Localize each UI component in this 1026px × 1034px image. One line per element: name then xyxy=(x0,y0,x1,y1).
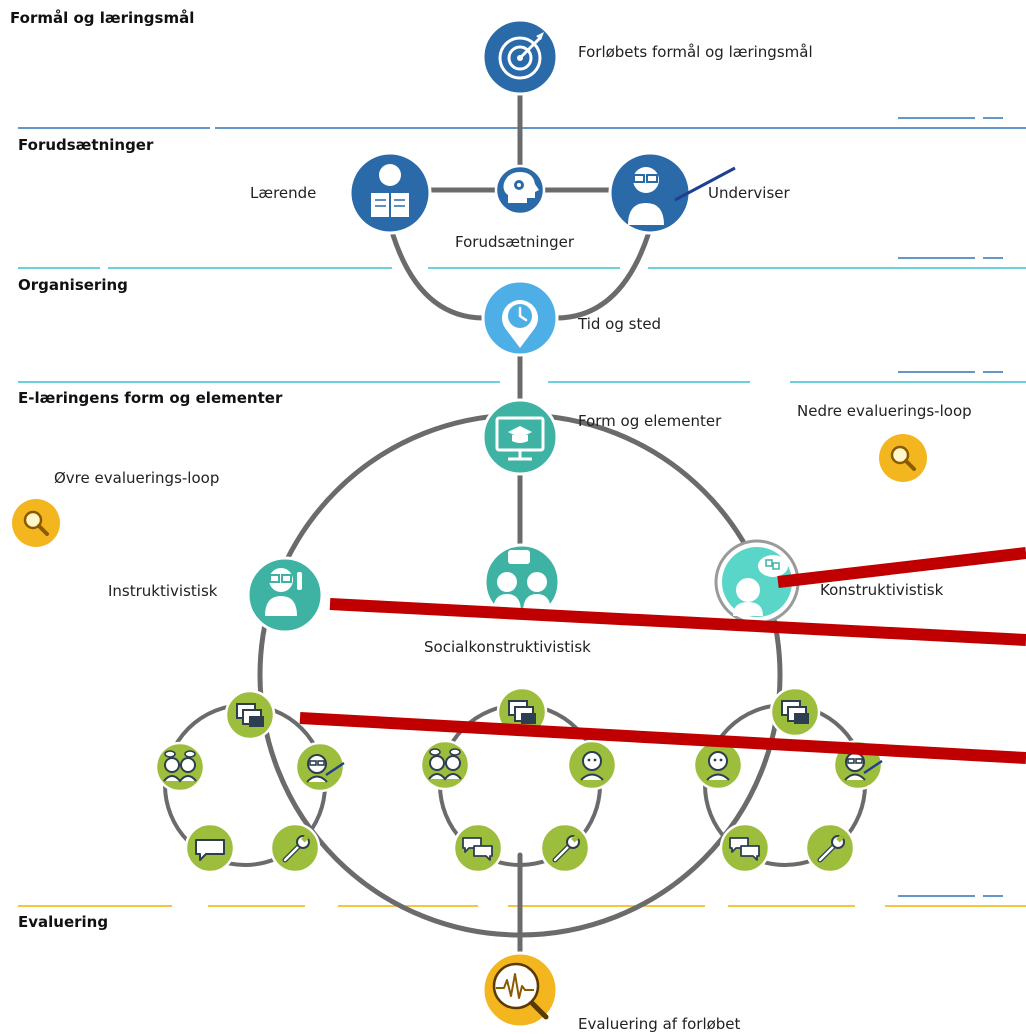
node-instruktivistisk[interactable] xyxy=(246,556,324,634)
monitor-graduation-cap-icon xyxy=(495,416,545,461)
node-evaluering[interactable] xyxy=(481,951,559,1029)
clock-pin-icon xyxy=(502,300,538,348)
head-gears-icon xyxy=(503,172,539,203)
reading-student-icon xyxy=(371,164,409,217)
element-speech[interactable] xyxy=(184,822,236,874)
element-material[interactable] xyxy=(224,689,276,741)
node-form-og-elementer[interactable] xyxy=(481,398,559,476)
magnifier-waveform-icon xyxy=(492,962,549,1020)
label-underviser: Underviser xyxy=(708,184,790,202)
node-tid-og-sted[interactable] xyxy=(481,279,559,357)
label-oevre-loop: Øvre evaluerings-loop xyxy=(54,469,219,487)
section-rules xyxy=(18,117,1026,907)
cluster-instruktivistisk xyxy=(154,689,346,874)
label-formaal: Forløbets formål og læringsmål xyxy=(578,43,813,61)
label-forudsaetninger: Forudsætninger xyxy=(455,233,575,251)
node-socialkonstruktivistisk[interactable] xyxy=(483,543,561,621)
element-teacher[interactable] xyxy=(294,741,346,793)
element-material[interactable] xyxy=(769,686,821,738)
node-underviser[interactable] xyxy=(608,151,692,235)
teacher-icon xyxy=(265,568,302,616)
section-elaering: E-læringens form og elementer xyxy=(18,389,283,407)
label-form-og-elementer: Form og elementer xyxy=(578,412,722,430)
label-tid-og-sted: Tid og sted xyxy=(577,315,661,333)
element-tools[interactable] xyxy=(539,822,591,874)
cluster-konstruktivistisk xyxy=(692,686,884,874)
element-speech[interactable] xyxy=(452,822,504,874)
target-icon xyxy=(498,32,544,80)
pointer-stick xyxy=(674,166,736,202)
red-annotation-lines xyxy=(299,547,1026,764)
label-nedre-loop: Nedre evaluerings-loop xyxy=(797,402,972,420)
node-forudsaetninger[interactable] xyxy=(494,164,546,216)
section-organisering: Organisering xyxy=(18,276,128,294)
label-instruktivistisk: Instruktivistisk xyxy=(108,582,218,600)
thinking-person-icon xyxy=(733,555,788,616)
element-group[interactable] xyxy=(419,739,471,791)
section-forudsaetninger: Forudsætninger xyxy=(18,136,154,154)
nedre-loop-button[interactable] xyxy=(879,434,927,482)
node-laerende[interactable] xyxy=(348,151,432,235)
node-formaal[interactable] xyxy=(481,18,559,96)
label-konstruktivistisk: Konstruktivistisk xyxy=(820,581,944,599)
label-laerende: Lærende xyxy=(250,184,316,202)
oevre-loop-button[interactable] xyxy=(12,499,60,547)
label-socialkonstruktivistisk: Socialkonstruktivistisk xyxy=(424,638,591,656)
element-person[interactable] xyxy=(692,739,744,791)
element-person[interactable] xyxy=(566,739,618,791)
element-group[interactable] xyxy=(154,741,206,793)
cluster-socialkonstruktivistisk xyxy=(419,686,618,874)
label-evaluering: Evaluering af forløbet xyxy=(578,1015,741,1033)
two-people-icon xyxy=(493,550,551,612)
section-formaal: Formål og læringsmål xyxy=(10,9,194,27)
element-speech[interactable] xyxy=(719,822,771,874)
section-evaluering: Evaluering xyxy=(18,913,108,931)
element-tools[interactable] xyxy=(804,822,856,874)
teacher-pointer-icon xyxy=(628,167,664,225)
element-tools[interactable] xyxy=(269,822,321,874)
node-konstruktivistisk[interactable] xyxy=(714,539,800,625)
